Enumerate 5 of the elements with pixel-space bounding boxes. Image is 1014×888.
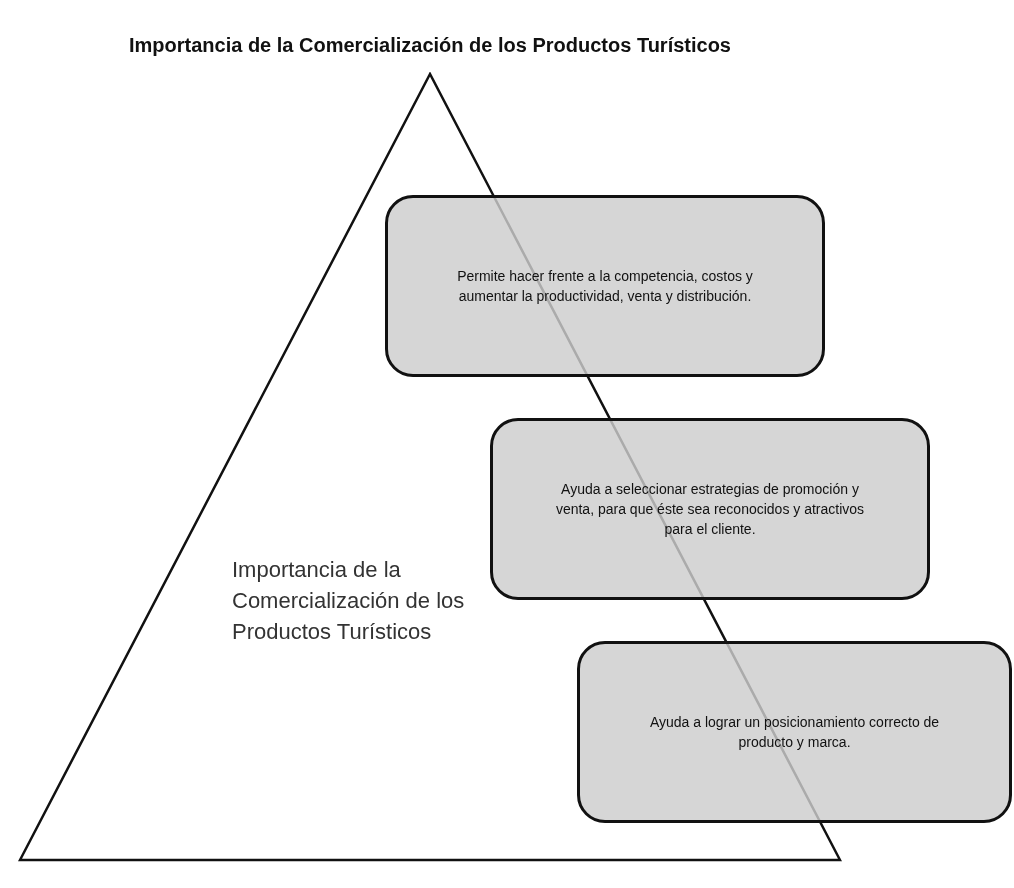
pyramid-label: Importancia de la Comercialización de los Productos Turísticos [232,556,466,646]
rounded-box: Ayuda a lograr un posicionamiento correcto de producto y marca. [577,641,1012,823]
rounded-box: Permite hacer frente a la competencia, costos y aumentar la productividad, venta y distribución. [385,195,825,377]
rounded-box: Ayuda a seleccionar estrategias de promoción y venta, para que éste sea reconocidos y atractivos para el cliente. [490,418,930,600]
diagram-title: Importancia de la Comercialización de los Productos Turísticos [128,34,732,57]
